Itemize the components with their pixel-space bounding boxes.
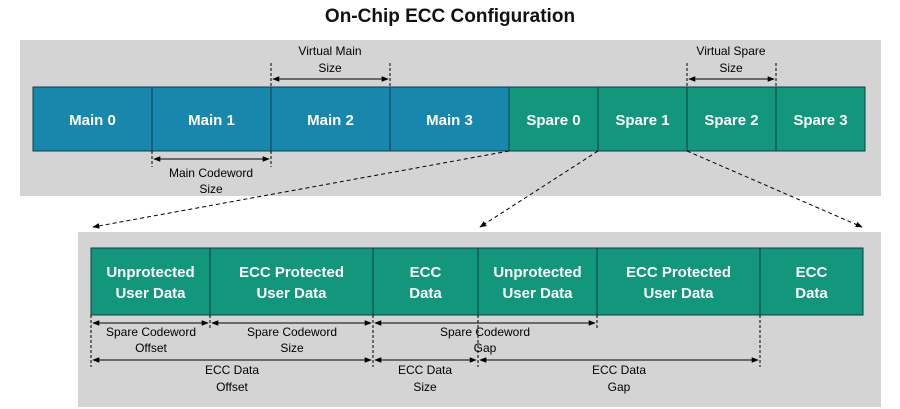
block-label: ECC [796, 264, 828, 281]
main-codeword-size-dimension [151, 151, 272, 167]
ecc-data-block: ECC Data [372, 247, 479, 316]
block-label: ECC Protected [626, 264, 731, 281]
block-label: Unprotected [106, 264, 194, 281]
spare-codeword-offset-label: Spare Codeword [106, 325, 196, 339]
block-label: Data [795, 285, 828, 302]
block-label: Spare 1 [615, 112, 669, 129]
main-block: Main 2 [270, 86, 391, 152]
virtual-main-size-label: Size [318, 61, 342, 75]
block-label: Main 2 [307, 112, 354, 129]
main-block: Main 1 [151, 86, 272, 152]
main-codeword-size-label: Size [199, 182, 223, 196]
ecc-protected-user-data-block: ECC Protected User Data [209, 247, 374, 316]
virtual-spare-size-label: Size [719, 61, 743, 75]
ecc-protected-user-data-block: ECC Protected User Data [596, 247, 761, 316]
top-row: Main 0 Main 1 Main 2 Main 3 Spare 0 Spar… [32, 86, 866, 152]
virtual-main-size-label: Virtual Main [298, 44, 361, 58]
ecc-data-size-label: ECC Data [398, 363, 452, 377]
spare-block: Spare 0 [508, 86, 599, 152]
block-label: ECC Protected [239, 264, 344, 281]
block-label: Main 0 [69, 112, 116, 129]
ecc-data-gap-label: Gap [608, 380, 631, 394]
ecc-data-size-label: Size [413, 380, 437, 394]
block-label: Unprotected [493, 264, 581, 281]
ecc-data-offset-label: ECC Data [205, 363, 259, 377]
main-block: Main 0 [32, 86, 153, 152]
spare-codeword-offset-label: Offset [135, 341, 167, 355]
zoom-connectors [92, 150, 863, 229]
ecc-data-gap-label: ECC Data [592, 363, 646, 377]
block-label: User Data [256, 285, 327, 302]
block-label: Spare 0 [526, 112, 580, 129]
bottom-extension-lines [90, 315, 761, 367]
diagram-title: On-Chip ECC Configuration [324, 6, 576, 27]
spare-codeword-gap-label: Gap [474, 341, 497, 355]
virtual-spare-size-dimension [686, 63, 777, 87]
block-label: Data [409, 285, 442, 302]
virtual-spare-size-label: Virtual Spare [696, 44, 765, 58]
block-label: Spare 3 [793, 112, 847, 129]
unprotected-user-data-block: Unprotected User Data [90, 247, 211, 316]
block-label: Main 3 [426, 112, 473, 129]
spare-codeword-size-label: Size [280, 341, 304, 355]
main-block: Main 3 [389, 86, 510, 152]
spare-block: Spare 3 [775, 86, 866, 152]
block-label: User Data [115, 285, 186, 302]
block-label: User Data [643, 285, 714, 302]
virtual-main-size-dimension [270, 63, 391, 87]
spare-codeword-gap-label: Spare Codeword [440, 325, 530, 339]
bottom-dimension-arrows [92, 320, 759, 363]
ecc-data-block: ECC Data [759, 247, 864, 316]
block-label: Spare 2 [704, 112, 758, 129]
unprotected-user-data-block: Unprotected User Data [477, 247, 598, 316]
ecc-data-offset-label: Offset [216, 380, 248, 394]
spare-block: Spare 2 [686, 86, 777, 152]
block-label: User Data [502, 285, 573, 302]
spare-codeword-size-label: Spare Codeword [247, 325, 337, 339]
block-label: Main 1 [188, 112, 235, 129]
bottom-row: Unprotected User Data ECC Protected User… [90, 247, 864, 316]
main-codeword-size-label: Main Codeword [169, 166, 253, 180]
spare-block: Spare 1 [597, 86, 688, 152]
block-label: ECC [410, 264, 442, 281]
